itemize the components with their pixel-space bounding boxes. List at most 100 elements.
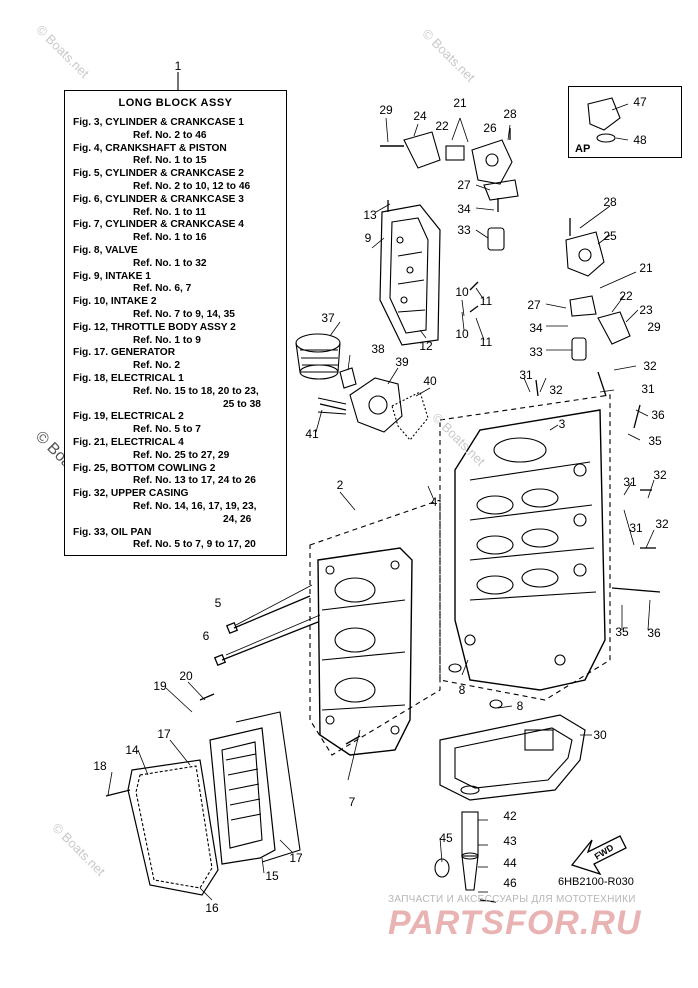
callout-31: 31 [623,475,637,489]
callout-30: 30 [593,728,607,742]
legend-ref: Ref. No. 13 to 17, 24 to 26 [133,475,256,487]
legend-ref: Ref. No. 1 to 16 [133,232,207,244]
legend-ref: Ref. No. 14, 16, 17, 19, 23, [133,500,257,512]
legend-fig: Fig. 4, CRANKSHAFT & PISTON [73,142,227,154]
callout-7: 7 [348,795,356,809]
o-ring [489,699,503,709]
callout-27: 27 [457,178,471,192]
legend-fig: Fig. 32, UPPER CASING [73,488,189,500]
bolts [105,128,661,903]
callout-13: 13 [363,208,377,222]
callout-17: 17 [289,851,303,865]
callout-32: 32 [643,359,657,373]
callout-14: 14 [125,743,139,757]
callout-18: 18 [93,759,107,773]
callout-6: 6 [202,629,210,643]
legend-ref: Ref. No. 1 to 9 [133,334,201,346]
oil-tube-drawing [434,785,480,891]
callout-35: 35 [648,434,662,448]
callout-12: 12 [419,339,433,353]
callout-40: 40 [423,374,437,388]
legend-fig: Fig. 19, ELECTRICAL 2 [73,411,184,423]
callout-28: 28 [503,107,517,121]
callout-32: 32 [653,468,667,482]
callout-17: 17 [157,727,171,741]
group-outline-left-block [309,499,441,756]
callout-19: 19 [153,679,167,693]
callout-2: 2 [336,478,344,492]
callout-8: 8 [516,699,524,713]
oil-filter-drawing [295,333,341,380]
legend-title: LONG BLOCK ASSY [118,97,233,109]
ap-detail-box: AP [568,86,682,158]
legend-fig: Fig. 5, CYLINDER & CRANKCASE 2 [73,168,244,180]
legend-fig: Fig. 33, OIL PAN [73,526,152,538]
callout-26: 26 [483,121,497,135]
legend-fig: Fig. 8, VALVE [73,244,138,256]
legend-fig: Fig. 18, ELECTRICAL 1 [73,372,184,384]
callout-45: 45 [439,831,453,845]
legend-fig: Fig. 21, ELECTRICAL 4 [73,436,184,448]
thermostat-housing-drawing [380,131,519,251]
callout-32: 32 [655,517,669,531]
callout-22: 22 [435,119,449,133]
callout-5: 5 [214,596,222,610]
intake-plate-drawing [379,204,441,346]
callout-36: 36 [647,626,661,640]
callout-47: 47 [633,95,647,109]
gasket-drawing [439,714,586,801]
legend-ref: Ref. No. 1 to 32 [133,257,207,269]
legend-ref: 24, 26 [223,513,252,525]
callout-24: 24 [413,109,427,123]
callout-29: 29 [379,103,393,117]
callout-28: 28 [603,195,617,209]
callout-36: 36 [651,408,665,422]
legend-ref: Ref. No. 2 to 10, 12 to 46 [133,180,251,192]
ap-label: AP [575,143,591,155]
callout-27: 27 [527,298,541,312]
legend-ref: Ref. No. 7 to 9, 14, 35 [133,308,235,320]
callout-22: 22 [619,289,633,303]
callout-31: 31 [641,382,655,396]
legend-ref: Ref. No. 1 to 11 [133,206,207,218]
legend-fig: Fig. 7, CYLINDER & CRANKCASE 4 [73,219,244,231]
callout-25: 25 [603,229,617,243]
legend-ref: 25 to 38 [223,398,261,410]
callout-34: 34 [457,202,471,216]
callout-23: 23 [639,303,653,317]
legend-ref: Ref. No. 5 to 7, 9 to 17, 20 [133,539,256,551]
legend-fig: Fig. 10, INTAKE 2 [73,296,157,308]
callout-1: 1 [174,59,182,73]
fwd-arrow-icon [570,835,627,876]
callout-31: 31 [519,368,533,382]
legend-list: Fig. 3, CYLINDER & CRANKCASE 1 Ref. No. … [73,117,283,552]
exhaust-cover-drawing [127,711,301,896]
callout-21: 21 [639,261,653,275]
callout-48: 48 [633,133,647,147]
cylinder-head-drawing [317,547,413,756]
legend-ref: Ref. No. 1 to 15 [133,155,207,167]
legend-fig: Fig. 17. GENERATOR [73,347,176,359]
long-block-legend: LONG BLOCK ASSY Fig. 3, CYLINDER & CRANK… [64,90,287,556]
legend-ref: Ref. No. 6, 7 [133,283,192,295]
brand-logo: PARTSFOR.RU [388,904,642,942]
callout-21: 21 [453,96,467,110]
callout-10: 10 [455,327,469,341]
legend-fig: Fig. 25, BOTTOM COWLING 2 [73,462,216,474]
o-ring [448,663,462,673]
crankcase-block-drawing [454,409,606,691]
callout-3: 3 [558,417,566,431]
callout-39: 39 [395,355,409,369]
callout-8: 8 [458,683,466,697]
legend-ref: Ref. No. 25 to 27, 29 [133,449,230,461]
callout-11: 11 [479,294,493,308]
callout-9: 9 [364,231,372,245]
callout-4: 4 [430,495,438,509]
right-housing-drawing [565,231,631,361]
callout-20: 20 [179,669,193,683]
callout-34: 34 [529,321,543,335]
callout-29: 29 [647,320,661,334]
callout-42: 42 [503,809,517,823]
callout-15: 15 [265,869,279,883]
